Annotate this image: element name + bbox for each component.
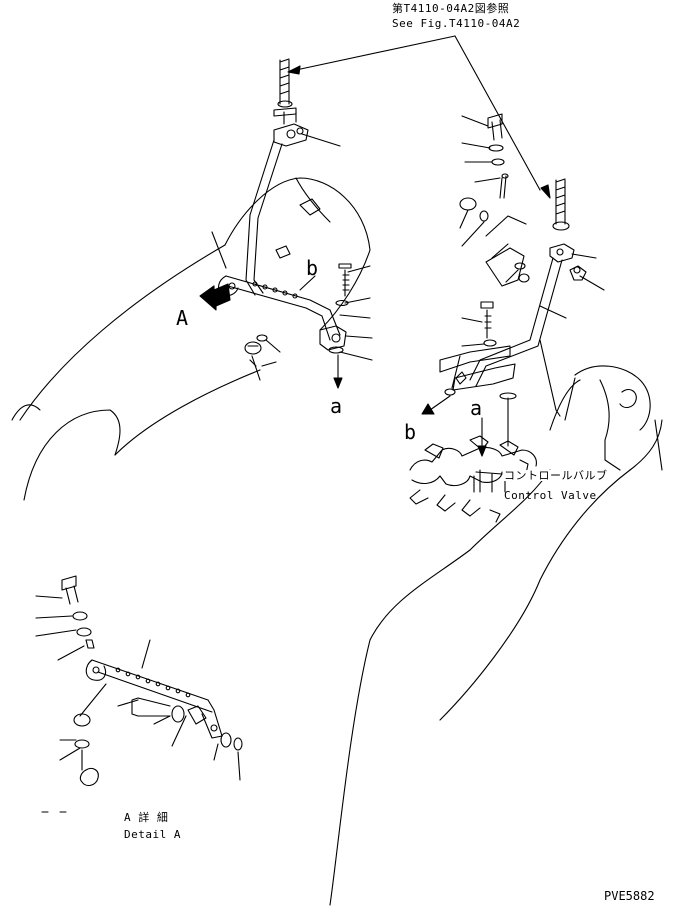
boom-outline <box>11 177 371 501</box>
part-leaders-left <box>251 133 373 381</box>
bracket-rod-left <box>217 58 352 355</box>
bracket-rod-right <box>439 113 587 447</box>
control-valve-label-en: Control Valve <box>504 489 597 502</box>
figure-reference-en: See Fig.T4110-04A2 <box>392 17 521 30</box>
detail-a-title-jp: A 詳 細 <box>124 811 169 824</box>
view-arrow-a <box>199 231 231 311</box>
callout-b-left: b <box>306 256 319 280</box>
part-leaders-right <box>451 115 605 389</box>
view-label-a: A <box>176 306 189 330</box>
control-valve-body <box>409 435 537 523</box>
detail-a-title-en: Detail A <box>124 828 181 841</box>
callout-a-right: a <box>470 396 483 420</box>
figure-reference-jp: 第T4110-04A2図参照 <box>392 2 510 15</box>
callout-a-left: a <box>330 394 343 418</box>
fig-ref-leaders <box>287 35 551 199</box>
control-valve-leader <box>473 471 503 493</box>
arm-outline <box>329 365 663 906</box>
detail-a-drawing <box>35 575 243 813</box>
control-valve-label-jp: コントロールバルブ <box>504 469 608 482</box>
callout-b-right: b <box>404 420 417 444</box>
drawing-number: PVE5882 <box>604 889 655 903</box>
callout-arrows <box>299 275 487 457</box>
